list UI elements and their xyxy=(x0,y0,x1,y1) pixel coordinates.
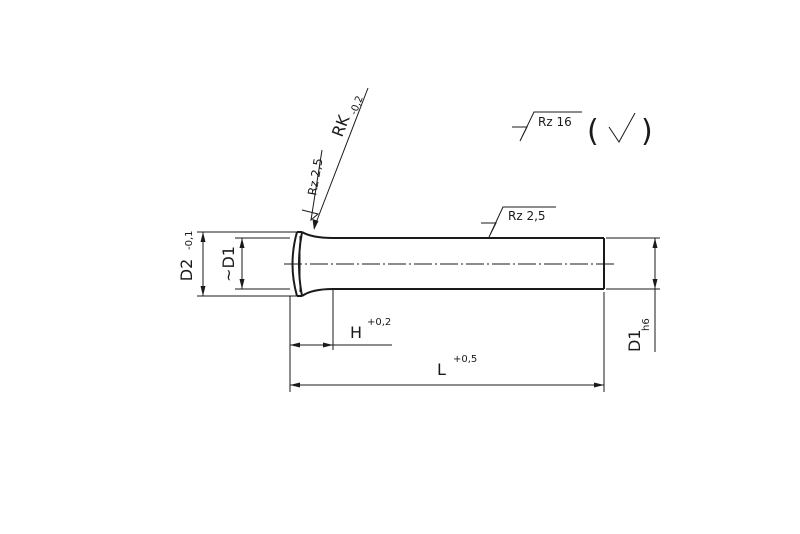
d1-head-label: ~D1 xyxy=(219,246,238,282)
h-tolerance: +0,2 xyxy=(367,317,391,328)
dimension-d1-shank: D1 h6 xyxy=(606,237,660,353)
checkmark-icon xyxy=(608,112,636,143)
dimension-d1-head: ~D1 xyxy=(219,237,290,290)
surface-finish-general-label: Rz 16 xyxy=(538,115,572,129)
dimension-d2: D2 -0,1 xyxy=(177,230,297,297)
dimension-h: H +0,2 xyxy=(289,290,392,392)
surface-finish-head-label: Rz 2,5 xyxy=(305,157,325,196)
surface-finish-shank: Rz 2,5 xyxy=(481,206,556,238)
rk-tolerance: -0,2 xyxy=(349,94,366,116)
general-bracket-close: ) xyxy=(641,114,653,149)
l-label: L xyxy=(437,360,446,379)
surface-finish-head: Rz 2,5 xyxy=(301,149,325,222)
d1-shank-tolerance: h6 xyxy=(641,318,652,331)
surface-finish-general: Rz 16 ( ) xyxy=(512,111,653,149)
h-label: H xyxy=(350,323,362,342)
surface-finish-shank-label: Rz 2,5 xyxy=(508,209,546,223)
general-bracket-open: ( xyxy=(587,114,599,149)
d1-shank-label: D1 xyxy=(625,330,644,353)
l-tolerance: +0,5 xyxy=(453,354,477,365)
d2-tolerance: -0,1 xyxy=(184,230,195,250)
d2-label: D2 xyxy=(177,259,196,282)
part-outline xyxy=(284,231,614,297)
dimension-l: L +0,5 xyxy=(290,292,605,392)
